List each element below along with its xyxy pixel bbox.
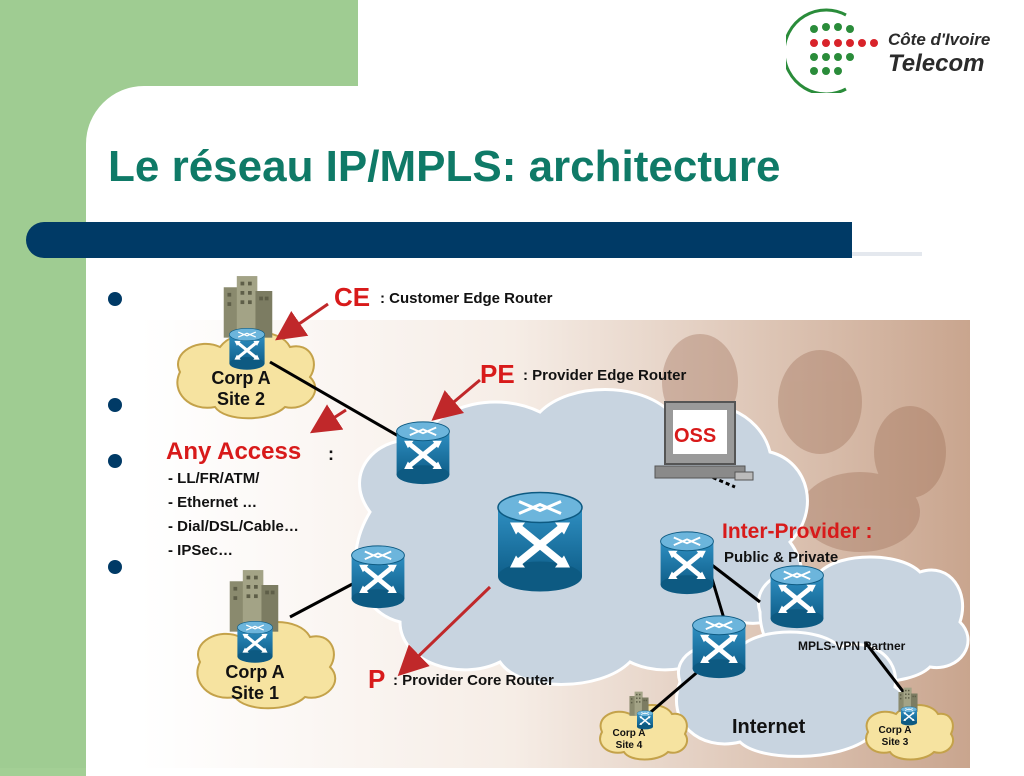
any-access-title: Any Access [166, 438, 302, 465]
pe-desc-label: : Provider Edge Router [523, 367, 687, 384]
title-underline-bar [26, 222, 852, 258]
ce-router-site2-icon [229, 328, 264, 369]
callout-arrows [275, 302, 492, 677]
site3-label-line2: Site 3 [881, 737, 909, 748]
any-access-item: - Ethernet … [168, 494, 258, 511]
inter-provider-title: Inter-Provider : [722, 520, 873, 543]
page-title: Le réseau IP/MPLS: architecture [108, 142, 781, 191]
mpls-architecture-diagram [140, 276, 970, 768]
people-photo [662, 334, 946, 552]
logo-line1: Côte d'Ivoire [888, 30, 991, 49]
site1-label-line2: Site 1 [230, 683, 280, 703]
any-access-item: - IPSec… [168, 542, 234, 559]
oss-label: OSS [674, 425, 717, 447]
ce-router-site1-icon [237, 621, 272, 662]
bullet-dot [108, 560, 122, 574]
p-abbr-label: P [368, 664, 386, 694]
bullet-dot [108, 398, 122, 412]
site4-router-icon [635, 710, 655, 730]
oss-computer-icon [654, 401, 754, 481]
logo-line2: Telecom [888, 50, 985, 77]
internet-router-icon [693, 616, 746, 678]
inter-provider-sub: Public & Private [724, 549, 839, 566]
ce-desc-label: : Customer Edge Router [380, 290, 553, 307]
mpls-partner-label: MPLS-VPN Partner [798, 639, 906, 653]
internet-label: Internet [732, 716, 806, 738]
company-logo [786, 8, 878, 93]
logo-dots-icon [810, 23, 878, 75]
ce-abbr-label: CE [334, 282, 371, 312]
pe-router-top-icon [397, 422, 450, 484]
bullet-dot [108, 454, 122, 468]
pe-router-left-icon [352, 546, 405, 608]
site4-label-line1: Corp A [612, 728, 646, 739]
p-core-router-icon [498, 493, 582, 592]
site1-label-line1: Corp A [225, 662, 285, 682]
p-desc-label: : Provider Core Router [393, 672, 554, 689]
site3-label-line1: Corp A [878, 725, 912, 736]
bullet-dot [108, 292, 122, 306]
any-access-item: - LL/FR/ATM/ [168, 470, 260, 487]
site2-label-line1: Corp A [211, 368, 271, 388]
pe-router-right-icon [661, 532, 714, 594]
any-access-item: - Dial/DSL/Cable… [168, 518, 299, 535]
any-access-colon: : [328, 444, 334, 464]
site4-label-line2: Site 4 [615, 740, 643, 751]
partner-router-icon [771, 566, 824, 628]
pe-abbr-label: PE [480, 359, 515, 389]
site3-router-icon [899, 706, 919, 726]
site2-cloud [176, 331, 317, 420]
site3-cloud [865, 704, 954, 761]
top-white-area [358, 0, 1024, 90]
title-underline-tail [852, 252, 922, 256]
site2-label-line2: Site 2 [216, 389, 266, 409]
